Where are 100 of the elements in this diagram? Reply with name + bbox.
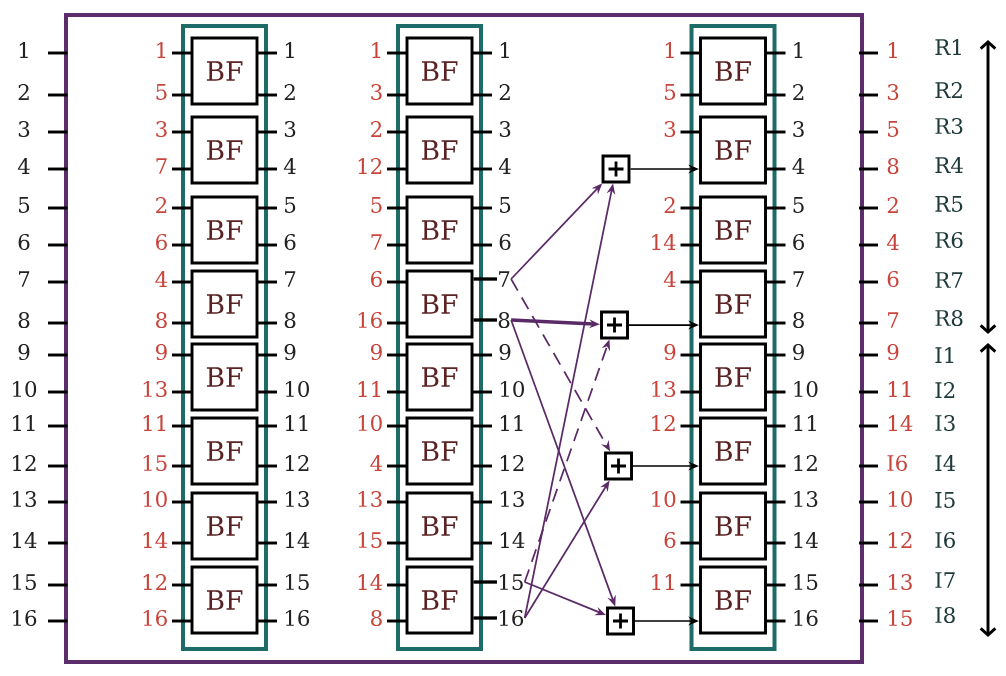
port-number: 9	[18, 343, 30, 361]
port-number: 2	[18, 84, 29, 100]
index-number: 14	[888, 415, 913, 431]
signal-label: I4	[935, 455, 956, 471]
port-number: 5	[19, 197, 30, 213]
port-number: 12	[13, 455, 36, 471]
port-number: 10	[13, 380, 37, 398]
index-number: 1	[888, 42, 897, 58]
port-number: 3	[284, 120, 296, 138]
index-number: 5	[665, 84, 676, 100]
port-number: 5	[500, 197, 511, 213]
port-number: 10	[794, 380, 818, 398]
index-number: 3	[371, 83, 382, 101]
signal-label: R5	[935, 196, 963, 212]
index-number: 5	[371, 197, 382, 213]
index-number: 9	[156, 343, 167, 361]
index-number: 11	[143, 415, 166, 431]
index-number: 9	[371, 343, 382, 361]
index-number: 6	[887, 270, 899, 288]
index-number: 12	[652, 415, 675, 431]
signal-label: R1	[935, 39, 961, 55]
port-number: 4	[498, 158, 511, 174]
port-number: 3	[499, 120, 511, 138]
bf-block: BF	[190, 115, 259, 185]
bf-block: BF	[699, 491, 767, 561]
port-number: 11	[285, 415, 308, 431]
index-number: 13	[652, 380, 676, 398]
signal-label: R2	[935, 82, 962, 98]
port-number: 12	[285, 455, 309, 471]
index-number: 7	[371, 234, 382, 250]
index-number: 10	[652, 490, 676, 508]
port-number: 2	[793, 84, 804, 100]
bf-block: BF	[190, 565, 259, 635]
index-number: 4	[370, 455, 383, 471]
bf-block: BF	[405, 491, 474, 561]
index-number: 3	[156, 120, 167, 138]
bf-block: BF	[405, 342, 474, 412]
adder-box: +	[606, 606, 635, 636]
index-number: 11	[652, 574, 674, 590]
bf-block: BF	[405, 416, 474, 486]
port-number: 4	[792, 158, 805, 174]
port-number: 1	[285, 42, 294, 58]
port-number: 7	[793, 271, 804, 287]
index-number: 2	[371, 121, 382, 137]
index-number: 2	[887, 197, 898, 213]
port-number: 10	[285, 380, 309, 398]
bf-block: BF	[190, 36, 259, 106]
bf-block: BF	[699, 416, 767, 486]
index-number: I6	[887, 454, 907, 472]
port-number: 16	[499, 609, 524, 627]
index-number: 11	[358, 381, 381, 397]
bf-block: BF	[190, 269, 259, 339]
port-number: 14	[13, 532, 37, 548]
bf-block: BF	[405, 565, 474, 635]
port-number: 7	[499, 271, 510, 287]
port-number: 8	[18, 311, 30, 329]
port-number: 3	[793, 120, 804, 138]
index-number: 4	[886, 234, 899, 250]
signal-label: I1	[935, 347, 954, 363]
index-number: 6	[371, 270, 382, 288]
port-number: 10	[500, 380, 524, 398]
port-number: 11	[13, 415, 35, 431]
port-number: 12	[500, 455, 524, 471]
index-number: 1	[372, 42, 381, 58]
port-number: 4	[283, 158, 296, 174]
port-number: 15	[285, 573, 309, 591]
index-number: 13	[888, 573, 912, 591]
bf-block: BF	[405, 269, 474, 339]
port-number: 14	[500, 532, 525, 548]
column-frame	[396, 24, 483, 651]
index-number: 16	[143, 609, 167, 627]
index-number: 16	[358, 311, 382, 329]
index-number: 7	[888, 312, 899, 328]
bf-block: BF	[405, 115, 474, 185]
port-number: 14	[285, 532, 310, 548]
index-number: 10	[888, 490, 912, 508]
port-number: 6	[284, 233, 296, 251]
index-number: 12	[358, 158, 382, 174]
bf-block: BF	[699, 269, 767, 339]
module-frame	[64, 13, 864, 664]
index-number: 11	[888, 381, 911, 397]
port-number: 13	[13, 490, 36, 508]
index-number: 12	[143, 574, 167, 590]
signal-label: R7	[935, 272, 963, 288]
signal-label: I5	[935, 492, 955, 508]
index-number: 14	[143, 532, 168, 548]
index-number: 9	[664, 343, 676, 361]
index-number: 13	[358, 490, 382, 508]
index-number: 1	[665, 42, 674, 58]
index-number: 4	[155, 271, 168, 287]
index-number: 10	[358, 414, 382, 432]
column-frame	[689, 24, 777, 651]
port-number: 1	[794, 42, 803, 58]
index-number: 3	[887, 83, 899, 101]
index-number: 14	[358, 574, 383, 590]
port-number: 15	[499, 573, 523, 591]
adder-box: +	[600, 310, 629, 340]
adder-box: +	[601, 154, 631, 184]
index-number: 8	[371, 609, 382, 627]
index-number: 5	[156, 84, 167, 100]
